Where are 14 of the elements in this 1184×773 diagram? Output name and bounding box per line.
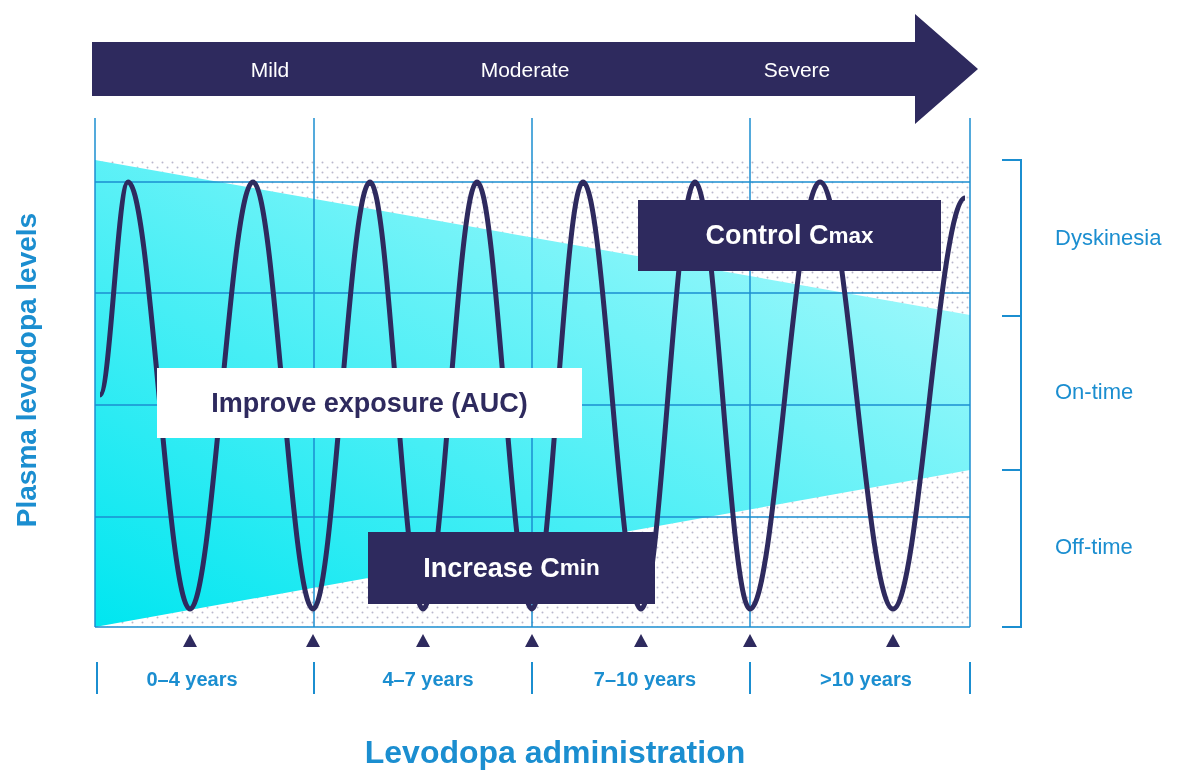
zone-label: Dyskinesia xyxy=(1055,225,1162,251)
stage-label: Mild xyxy=(250,58,290,82)
period-label: 0–4 years xyxy=(146,667,238,691)
zone-label: Off-time xyxy=(1055,534,1133,560)
callout-box: Improve exposure (AUC) xyxy=(157,368,582,438)
axis-title: Levodopa administration xyxy=(364,733,746,771)
period-label: 4–7 years xyxy=(382,667,474,691)
stage-label: Severe xyxy=(763,58,831,82)
axis-title: Plasma levodopa levels xyxy=(11,212,43,528)
zone-label: On-time xyxy=(1055,379,1134,405)
period-label: 7–10 years xyxy=(593,667,697,691)
period-label: >10 years xyxy=(820,667,912,691)
stage-label: Moderate xyxy=(480,58,570,82)
stage-arrow xyxy=(92,14,978,124)
